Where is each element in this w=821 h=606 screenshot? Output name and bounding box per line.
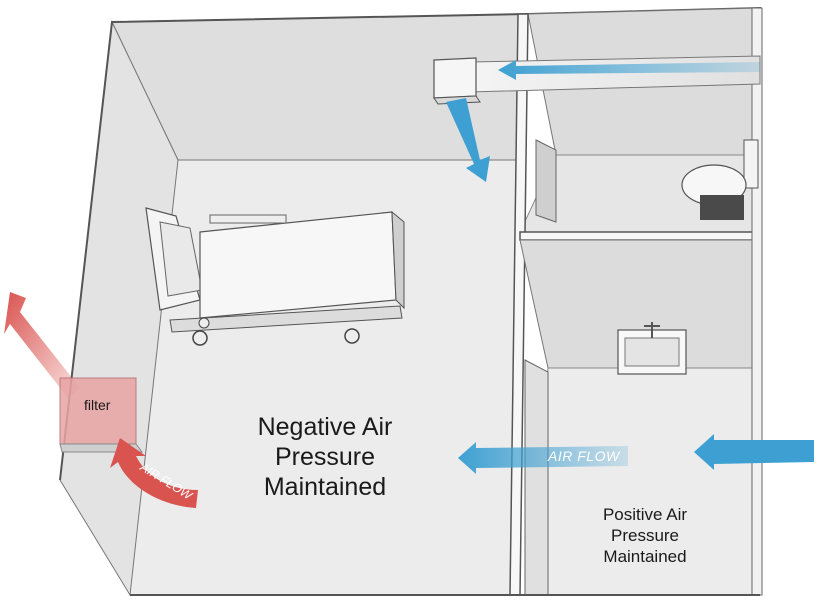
positive-pressure-label: Positive Air Pressure Maintained — [570, 504, 720, 567]
blue-airflow-label: AIR FLOW — [548, 448, 620, 464]
doorway-airflow-arrow — [458, 442, 628, 474]
vent-airflow-arrow — [446, 98, 490, 182]
anteroom-inflow-arrow — [694, 434, 814, 470]
filter-label: filter — [84, 397, 111, 413]
sink-icon — [617, 322, 687, 375]
toilet-icon — [681, 139, 759, 220]
right-outer-wall — [751, 7, 763, 596]
toilet-door-frame — [535, 139, 557, 223]
positive-pressure-line-1: Positive Air — [602, 505, 688, 524]
negative-pressure-label: Negative Air Pressure Maintained — [210, 412, 440, 502]
positive-pressure-line-2: Pressure — [610, 526, 680, 545]
return-airflow-arrow — [110, 438, 198, 508]
anteroom-door-frame — [524, 359, 549, 596]
negative-pressure-line-2: Pressure — [274, 443, 376, 471]
positive-pressure-line-3: Maintained — [603, 547, 687, 566]
negative-pressure-line-3: Maintained — [263, 473, 387, 501]
negative-pressure-line-1: Negative Air — [257, 413, 393, 441]
toilet-divider-wall — [519, 231, 757, 241]
air-filter-icon — [59, 377, 143, 453]
exhaust-arrow — [4, 292, 80, 398]
ceiling-vent-icon — [433, 57, 481, 105]
hospital-bed-icon — [145, 207, 405, 346]
duct-airflow-arrow — [498, 60, 760, 80]
